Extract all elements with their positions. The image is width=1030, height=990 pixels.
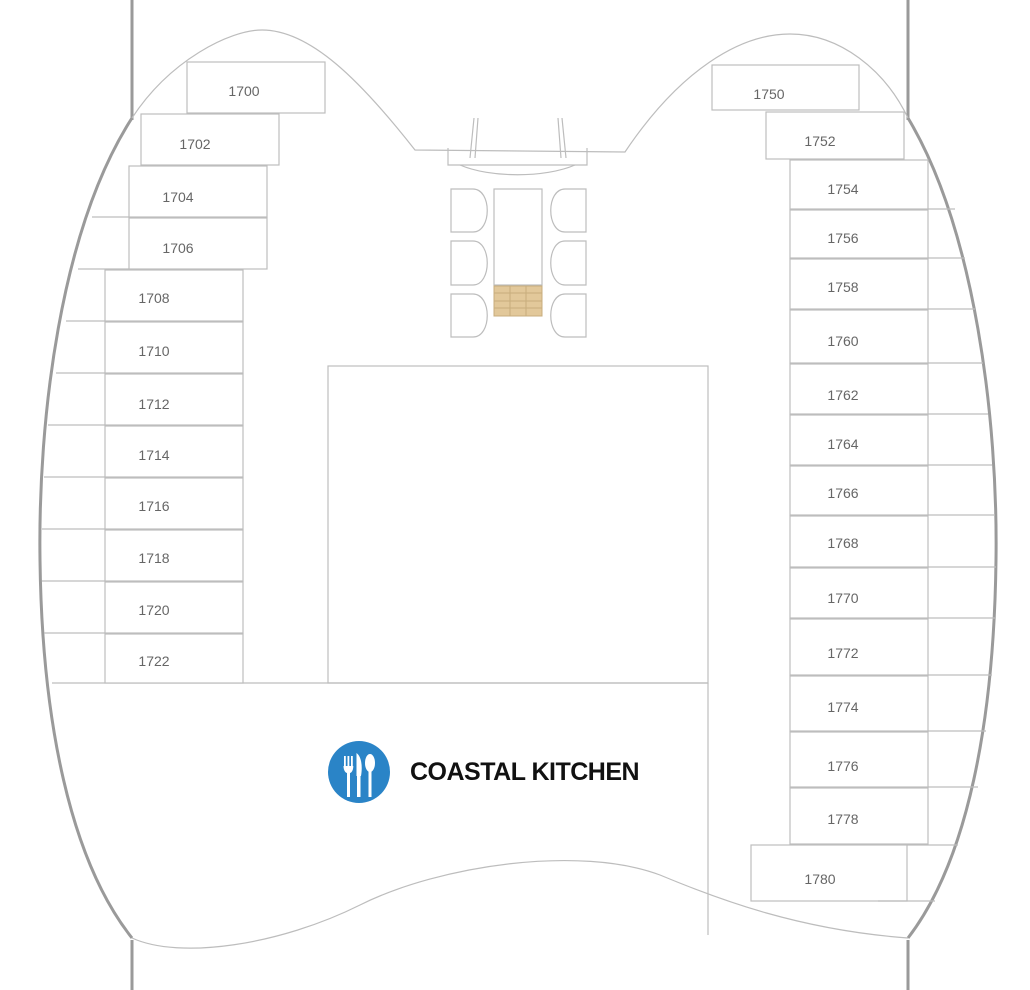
cabin-number: 1764: [827, 436, 858, 452]
cabin-number: 1760: [827, 333, 858, 349]
cabin-number: 1768: [827, 535, 858, 551]
cabin-1766[interactable]: 1766: [789, 465, 995, 516]
cabin-1702[interactable]: 1702: [140, 113, 280, 166]
cabin-1758[interactable]: 1758: [789, 258, 975, 310]
cabin-number: 1716: [138, 498, 169, 514]
cabin-1752[interactable]: 1752: [765, 111, 905, 160]
cabin-number: 1772: [827, 645, 858, 661]
cabin-1764[interactable]: 1764: [789, 414, 992, 466]
cabin-number: 1750: [753, 86, 784, 102]
cabin-1780[interactable]: 1780: [750, 844, 958, 902]
cabin-number: 1766: [827, 485, 858, 501]
cabin-1708[interactable]: 1708: [66, 269, 244, 322]
cabin-1710[interactable]: 1710: [56, 321, 244, 374]
cabin-number: 1758: [827, 279, 858, 295]
cabin-number: 1776: [827, 758, 858, 774]
cabin-number: 1762: [827, 387, 858, 403]
cabin-1722[interactable]: 1722: [104, 633, 244, 684]
cabin-number: 1752: [804, 133, 835, 149]
hull-outline: [38, 0, 998, 990]
cabin-1718[interactable]: 1718: [42, 529, 244, 582]
cabin-number: 1780: [804, 871, 835, 887]
cabins-right: 1750 1752 1754 1756 1758 1760: [711, 64, 996, 902]
cabin-1778[interactable]: 1778: [789, 787, 929, 845]
cabin-1756[interactable]: 1756: [789, 209, 965, 259]
cabin-number: 1718: [138, 550, 169, 566]
cabin-1712[interactable]: 1712: [48, 373, 244, 426]
venue-name: COASTAL KITCHEN: [410, 758, 639, 786]
stair-core: [447, 117, 588, 338]
cabin-1760[interactable]: 1760: [789, 309, 983, 364]
cabin-number: 1712: [138, 396, 169, 412]
cabin-1776[interactable]: 1776: [789, 731, 978, 788]
cabin-number: 1774: [827, 699, 858, 715]
cabin-1774[interactable]: 1774: [789, 675, 986, 732]
cabin-number: 1754: [827, 181, 858, 197]
cabin-number: 1778: [827, 811, 858, 827]
cabin-number: 1704: [162, 189, 193, 205]
cabin-number: 1708: [138, 290, 169, 306]
cabin-number: 1720: [138, 602, 169, 618]
cabin-1772[interactable]: 1772: [789, 618, 992, 676]
cabin-1716[interactable]: 1716: [42, 477, 244, 530]
cabin-1770[interactable]: 1770: [789, 567, 995, 619]
cabin-number: 1722: [138, 653, 169, 669]
fork-knife-spoon-icon: [328, 741, 390, 803]
cabin-1706[interactable]: 1706: [78, 217, 268, 270]
cabin-1720[interactable]: 1720: [44, 581, 244, 634]
cabin-number: 1714: [138, 447, 169, 463]
stairs: [493, 285, 543, 317]
cabin-number: 1700: [228, 83, 259, 99]
cabin-number: 1756: [827, 230, 858, 246]
venue-coastal-kitchen[interactable]: COASTAL KITCHEN: [328, 741, 640, 803]
cabin-1704[interactable]: 1704: [92, 165, 268, 218]
cabin-number: 1702: [179, 136, 210, 152]
cabin-1754[interactable]: 1754: [789, 159, 955, 210]
cabin-1700[interactable]: 1700: [186, 61, 326, 114]
cabin-number: 1710: [138, 343, 169, 359]
cabin-1768[interactable]: 1768: [789, 515, 996, 568]
cabin-1762[interactable]: 1762: [789, 363, 988, 415]
cabin-1714[interactable]: 1714: [44, 425, 244, 478]
cabin-1750[interactable]: 1750: [711, 64, 860, 111]
cabins-left: 1700 1702 1704 1706 1708 1710: [42, 61, 326, 684]
cabin-number: 1770: [827, 590, 858, 606]
cabin-number: 1706: [162, 240, 193, 256]
